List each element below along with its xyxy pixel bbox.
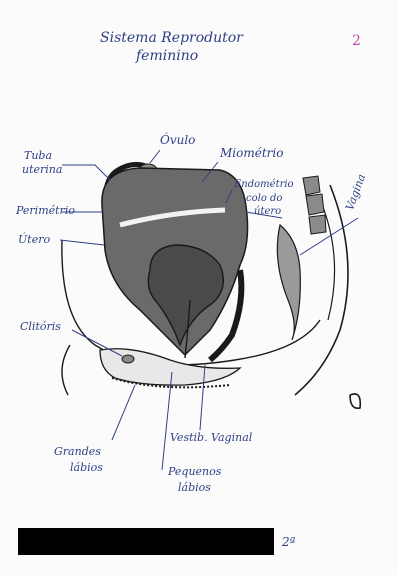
vertebra-3 bbox=[309, 215, 326, 234]
leader-vagina bbox=[300, 218, 358, 255]
label-grandes-1: Grandes bbox=[54, 446, 101, 457]
label-tuba-uterina-2: uterina bbox=[22, 164, 62, 175]
vertebra-2 bbox=[306, 194, 324, 215]
vagina-shape bbox=[277, 225, 300, 340]
vertebra-1 bbox=[303, 176, 320, 195]
leader-tuba bbox=[62, 165, 110, 180]
footer-serie: 2ª bbox=[282, 536, 295, 548]
anus-shape bbox=[350, 394, 360, 408]
label-colo-1: colo do bbox=[246, 194, 282, 204]
label-ovulo: Óvulo bbox=[160, 134, 195, 146]
label-perimetrio: Perimétrio bbox=[16, 205, 75, 216]
leader-clitoris bbox=[72, 330, 122, 356]
redaction-bar bbox=[18, 528, 274, 555]
label-pequenos-1: Pequenos bbox=[168, 466, 221, 477]
label-grandes-2: lábios bbox=[70, 462, 103, 473]
thigh-curve-left bbox=[62, 345, 70, 395]
leader-grandes bbox=[112, 385, 135, 440]
label-colo-2: útero bbox=[254, 207, 281, 217]
back-curve-2 bbox=[318, 195, 335, 320]
label-clitoris: Clitóris bbox=[20, 321, 61, 332]
label-miometrio: Miométrio bbox=[220, 147, 283, 159]
label-endometrio: Endométrio bbox=[234, 180, 294, 190]
label-tuba-uterina-1: Tuba bbox=[24, 150, 52, 161]
label-vestibulo: Vestib. Vaginal bbox=[170, 432, 252, 443]
label-pequenos-2: lábios bbox=[178, 482, 211, 493]
leader-utero bbox=[60, 240, 104, 245]
label-utero: Útero bbox=[18, 234, 50, 245]
leader-ovulo bbox=[150, 150, 160, 163]
clitoris-shape bbox=[122, 355, 134, 363]
